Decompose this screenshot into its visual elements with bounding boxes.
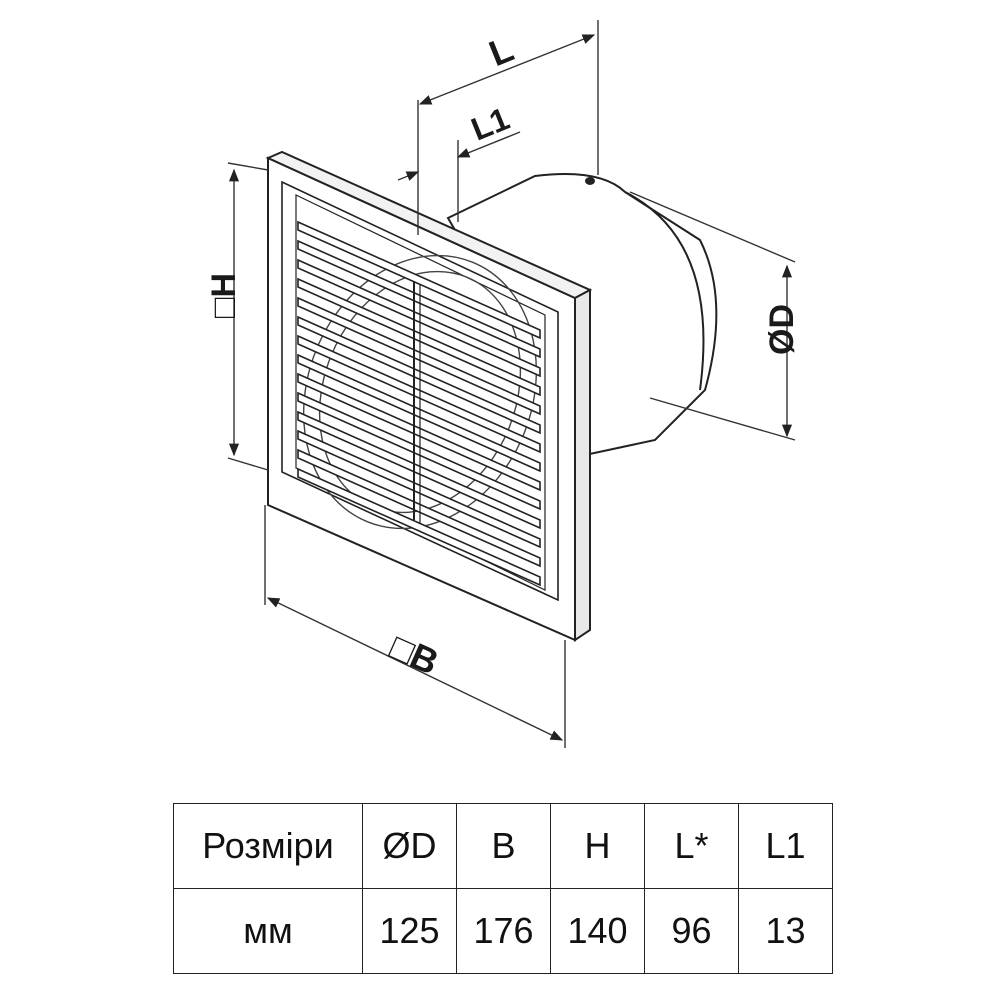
label-L1: L1 xyxy=(466,100,514,147)
louver-slat xyxy=(297,315,541,435)
label-D: ØD xyxy=(763,304,801,355)
louver-slat xyxy=(297,239,541,359)
louver-slat xyxy=(297,429,541,549)
louver-slat xyxy=(297,277,541,397)
louver-slat xyxy=(297,372,541,492)
label-B: □B xyxy=(384,626,444,683)
header-cell-dimensions: Розміри xyxy=(173,803,363,889)
louver-slat xyxy=(297,334,541,454)
row-cell-l: 96 xyxy=(644,888,739,974)
louver-slat xyxy=(297,467,541,587)
table-row: мм 125 176 140 96 13 xyxy=(173,888,833,974)
louver-slat xyxy=(297,296,541,416)
fan-dimension-drawing: L L1 □H □B ØD xyxy=(205,20,801,748)
label-L: L xyxy=(483,28,519,74)
louver-slat xyxy=(297,353,541,473)
row-cell-h: 140 xyxy=(550,888,645,974)
dimension-lines xyxy=(227,20,796,748)
louver-slat xyxy=(297,220,541,340)
dimensions-table: Розміри ØD B H L* L1 мм 125 176 140 96 1… xyxy=(173,803,833,974)
header-cell-d: ØD xyxy=(362,803,457,889)
header-cell-l1: L1 xyxy=(738,803,833,889)
row-cell-unit: мм xyxy=(173,888,363,974)
grille-louvers xyxy=(297,220,541,587)
row-cell-b: 176 xyxy=(456,888,551,974)
header-cell-h: H xyxy=(550,803,645,889)
row-cell-d: 125 xyxy=(362,888,457,974)
louver-slat xyxy=(297,391,541,511)
louver-slat xyxy=(297,410,541,530)
label-H: □H xyxy=(205,273,243,318)
center-rib xyxy=(413,282,421,523)
table-header-row: Розміри ØD B H L* L1 xyxy=(173,803,833,889)
header-cell-l: L* xyxy=(644,803,739,889)
louver-slat xyxy=(297,448,541,568)
row-cell-l1: 13 xyxy=(738,888,833,974)
header-cell-b: B xyxy=(456,803,551,889)
louver-slat xyxy=(297,258,541,378)
